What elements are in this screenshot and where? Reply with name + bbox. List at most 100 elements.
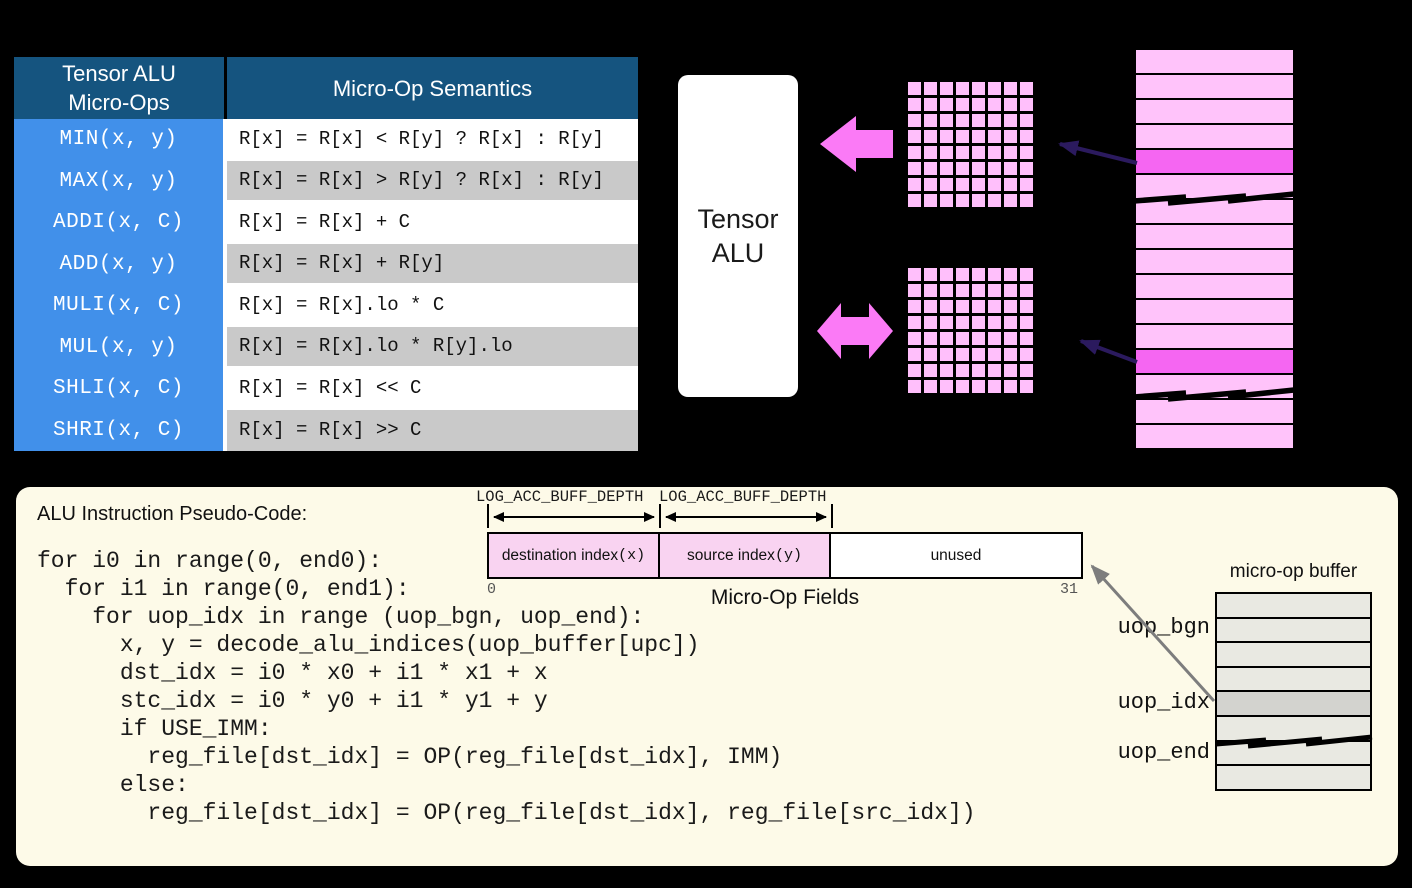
depth-label-right: LOG_ACC_BUFF_DEPTH [659, 488, 827, 506]
tensor-tile-grid-top [908, 82, 1033, 207]
tensor-cell [972, 178, 985, 191]
tensor-cell [988, 130, 1001, 143]
tensor-tile-grid-bottom [908, 268, 1033, 393]
tensor-cell [956, 268, 969, 281]
register-file-row [1136, 300, 1293, 323]
tensor-cell [1020, 348, 1033, 361]
tensor-cell [1004, 146, 1017, 159]
tensor-cell [1020, 332, 1033, 345]
tensor-cell [972, 98, 985, 111]
tensor-cell [956, 300, 969, 313]
tensor-cell [956, 332, 969, 345]
register-file-row [1136, 75, 1293, 98]
tensor-cell [908, 284, 921, 297]
op-label: SHRI(x, C) [52, 418, 185, 442]
tensor-cell [956, 130, 969, 143]
op-label: MAX(x, y) [59, 169, 178, 193]
bit-index-start: 0 [487, 581, 497, 598]
field-unused: unused [831, 534, 1081, 577]
tensor-cell [908, 268, 921, 281]
tensor-cell [1020, 162, 1033, 175]
tensor-cell [908, 98, 921, 111]
tensor-cell [1004, 348, 1017, 361]
field-label: source index [687, 546, 775, 564]
tensor-cell [940, 194, 953, 207]
tensor-cell [972, 332, 985, 345]
tensor-cell [956, 284, 969, 297]
field-destination-index: destination index (x) [489, 534, 660, 577]
tensor-cell [972, 146, 985, 159]
tensor-cell [924, 284, 937, 297]
tensor-cell [908, 348, 921, 361]
field-var: (y) [774, 547, 802, 564]
uop-idx-label: uop_idx [1117, 690, 1210, 715]
micro-op-column: MIN(x, y) MAX(x, y) ADDI(x, C) ADD(x, y)… [14, 119, 227, 451]
tensor-cell [924, 146, 937, 159]
tensor-cell [1020, 380, 1033, 393]
tensor-cell [1020, 364, 1033, 377]
register-file-row [1136, 250, 1293, 273]
semantics-cell: R[x] = R[x] + R[y] [227, 243, 638, 285]
register-file-row [1136, 175, 1293, 198]
tensor-cell [940, 162, 953, 175]
tensor-cell [988, 98, 1001, 111]
register-file-row [1136, 375, 1293, 398]
tensor-cell [940, 114, 953, 127]
tensor-cell [988, 178, 1001, 191]
tensor-cell [1004, 300, 1017, 313]
tensor-cell [908, 332, 921, 345]
tensor-cell [972, 268, 985, 281]
tensor-cell [1004, 268, 1017, 281]
tensor-cell [908, 130, 921, 143]
tensor-cell [988, 300, 1001, 313]
register-file-row [1136, 50, 1293, 73]
tensor-cell [924, 194, 937, 207]
tensor-cell [1020, 146, 1033, 159]
tensor-cell [972, 348, 985, 361]
tensor-cell [940, 98, 953, 111]
register-file-row [1136, 425, 1293, 448]
micro-op-fields-box: destination index (x) source index (y) u… [487, 532, 1083, 579]
op-label: MUL(x, y) [59, 335, 178, 359]
tensor-cell [924, 114, 937, 127]
tensor-cell [988, 82, 1001, 95]
semantics-cell: R[x] = R[x] > R[y] ? R[x] : R[y] [227, 160, 638, 202]
tensor-cell [988, 284, 1001, 297]
register-file-row [1136, 125, 1293, 148]
tensor-cell [924, 348, 937, 361]
semantics-column: R[x] = R[x] < R[y] ? R[x] : R[y] R[x] = … [227, 119, 638, 451]
micro-op-buffer-row [1217, 716, 1370, 742]
tensor-cell [988, 162, 1001, 175]
tensor-cell [956, 146, 969, 159]
tensor-cell [1004, 380, 1017, 393]
tensor-cell [972, 194, 985, 207]
tensor-cell [924, 380, 937, 393]
tensor-cell [1020, 268, 1033, 281]
tensor-cell [988, 114, 1001, 127]
micro-op-buffer-row [1217, 692, 1370, 717]
tensor-cell [1004, 332, 1017, 345]
tensor-cell [956, 348, 969, 361]
micro-op-buffer-row [1217, 766, 1370, 789]
flow-arrow-left-icon [820, 116, 893, 172]
tensor-cell [940, 300, 953, 313]
uop-bgn-label: uop_bgn [1117, 615, 1210, 640]
tensor-cell [988, 268, 1001, 281]
tensor-cell [908, 380, 921, 393]
tensor-cell [988, 348, 1001, 361]
register-pointer-arrow-bottom-icon [1079, 339, 1138, 364]
tensor-cell [940, 332, 953, 345]
tensor-cell [988, 194, 1001, 207]
register-file-row [1136, 225, 1293, 248]
tensor-cell [908, 162, 921, 175]
tensor-cell [972, 364, 985, 377]
tensor-cell [1020, 114, 1033, 127]
semantics-cell: R[x] = R[x] + C [227, 202, 638, 244]
tensor-cell [940, 348, 953, 361]
register-file-row [1136, 150, 1293, 173]
tensor-cell [956, 194, 969, 207]
tensor-cell [940, 316, 953, 329]
tensor-cell [908, 82, 921, 95]
field-label: destination index [501, 546, 619, 564]
tensor-cell [1004, 316, 1017, 329]
